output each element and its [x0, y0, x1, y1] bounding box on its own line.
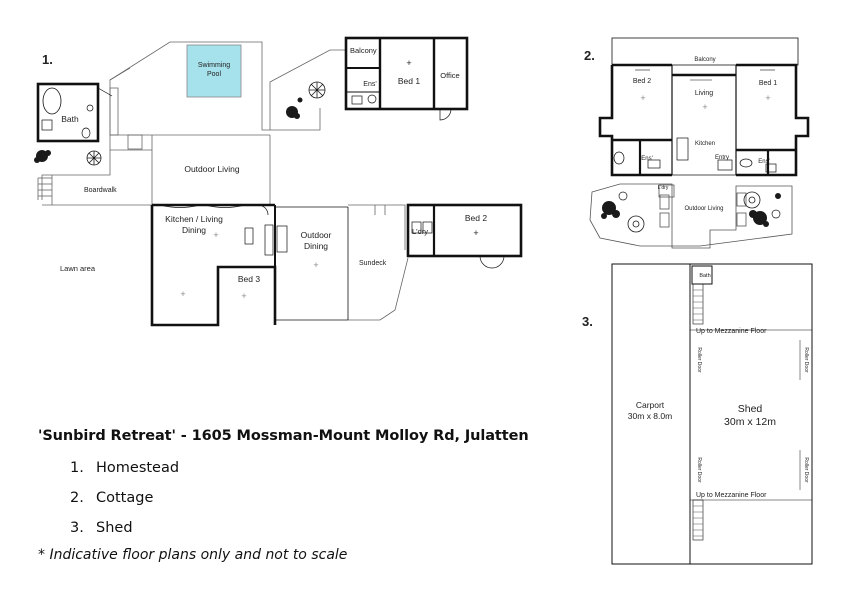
- shed-bath-label: Bath: [699, 273, 710, 279]
- cottage-bed1-label: Bed 1: [759, 80, 777, 87]
- plant-icon: [618, 191, 628, 201]
- shed-plan: 3. Bath Up to Mezzanine Floor Up to Mezz…: [582, 263, 813, 565]
- cottage-deck: [589, 183, 793, 249]
- carport-label-1: Carport: [636, 400, 665, 410]
- cottage-laundry-label: L'dry: [658, 185, 669, 191]
- legend-item-shed: 3. Shed: [70, 518, 179, 548]
- disclaimer: * Indicative floor plans only and not to…: [38, 547, 348, 563]
- roller-door-label: Roller Door: [803, 457, 809, 483]
- shed-label-2: 30m x 12m: [724, 416, 776, 428]
- swimming-pool: [186, 44, 242, 98]
- bath-label: Bath: [61, 114, 79, 124]
- swimming-pool-label-1: Swimming: [198, 62, 230, 69]
- plant-icon: [749, 210, 769, 227]
- cottage-ensuite-right-label: Ens': [758, 159, 769, 165]
- main-house: [150, 203, 349, 327]
- svg-text:+: +: [765, 93, 770, 103]
- sundeck-label: Sundeck: [359, 260, 387, 267]
- bed3-label: Bed 3: [238, 274, 260, 284]
- property-title: 'Sunbird Retreat' - 1605 Mossman-Mount M…: [38, 428, 529, 444]
- plant-icons: [601, 191, 781, 233]
- cottage-outdoor-living-label: Outdoor Living: [684, 206, 723, 212]
- swimming-pool-label-2: Pool: [207, 71, 221, 78]
- legend-label: Homestead: [96, 460, 180, 476]
- bed2-building: [406, 203, 523, 269]
- cottage-living-label: Living: [695, 90, 713, 97]
- svg-text:+: +: [702, 102, 707, 112]
- cottage-kitchen-label: Kitchen: [695, 141, 715, 147]
- plant-icon: [775, 193, 781, 199]
- cottage-plan: 2. Balcony Bed 2 Bed 1 Liv: [584, 37, 810, 249]
- homestead-plan-number: 1.: [42, 52, 53, 67]
- homestead-plan: 1. Swimm: [34, 36, 523, 327]
- svg-text:+: +: [640, 93, 645, 103]
- cottage-plan-number: 2.: [584, 48, 595, 63]
- plant-icon: [297, 97, 303, 103]
- mezzanine-bottom-label: Up to Mezzanine Floor: [696, 492, 767, 499]
- plan-legend: 1. Homestead 2. Cottage 3. Shed: [70, 458, 179, 548]
- roller-door-label: Roller Door: [803, 347, 809, 373]
- plant-icon: [627, 215, 645, 233]
- mezzanine-top-label: Up to Mezzanine Floor: [696, 328, 767, 335]
- laundry-label: L'dry: [412, 227, 428, 236]
- legend-item-homestead: 1. Homestead: [70, 458, 179, 488]
- balcony-label: Balcony: [350, 46, 377, 55]
- plant-icon: [743, 191, 761, 209]
- roller-door-label: Roller Door: [696, 457, 702, 483]
- svg-text:+: +: [241, 291, 246, 301]
- outdoor-dining-label-1: Outdoor: [301, 230, 332, 240]
- cottage-entry-label: Entry: [715, 155, 729, 161]
- plant-icon: [34, 150, 51, 163]
- ensuite-label: Ens': [363, 81, 376, 88]
- outdoor-living-label: Outdoor Living: [184, 164, 240, 174]
- bed1-building: [344, 36, 469, 121]
- plant-icon: [601, 201, 620, 219]
- svg-text:+: +: [473, 228, 478, 238]
- svg-text:+: +: [313, 260, 318, 270]
- plant-icons: [34, 81, 326, 166]
- legend-number: 3.: [70, 520, 84, 536]
- legend-number: 1.: [70, 460, 84, 476]
- cottage-balcony-label: Balcony: [694, 57, 715, 63]
- plant-icon: [286, 106, 300, 119]
- cottage-walls: [598, 37, 810, 177]
- legend-label: Shed: [96, 520, 133, 536]
- homestead-site-outline: [37, 41, 409, 321]
- kitchen-living-label-1: Kitchen / Living: [165, 214, 223, 224]
- cottage-bed2-label: Bed 2: [633, 78, 651, 85]
- bed1-label: Bed 1: [398, 76, 420, 86]
- legend-label: Cottage: [96, 490, 154, 506]
- plant-icon: [86, 150, 102, 166]
- cottage-ensuite-left-label: Ens': [641, 156, 652, 162]
- kitchen-living-label-2: Dining: [182, 225, 206, 235]
- roller-door-label: Roller Door: [696, 347, 702, 373]
- outdoor-dining-label-2: Dining: [304, 241, 328, 251]
- carport-label-2: 30m x 8.0m: [628, 411, 672, 421]
- boardwalk-label: Boardwalk: [84, 187, 117, 194]
- shed-plan-number: 3.: [582, 314, 593, 329]
- legend-item-cottage: 2. Cottage: [70, 488, 179, 518]
- shed-label-1: Shed: [738, 403, 763, 415]
- svg-text:+: +: [406, 58, 411, 68]
- lawn-area-label: Lawn area: [60, 264, 96, 273]
- office-label: Office: [440, 71, 459, 80]
- plant-icon: [771, 209, 781, 219]
- svg-text:+: +: [180, 289, 185, 299]
- legend-number: 2.: [70, 490, 84, 506]
- svg-text:+: +: [213, 230, 218, 240]
- shed-walls: [611, 263, 813, 565]
- plant-icon: [308, 81, 326, 99]
- bed2-label: Bed 2: [465, 213, 487, 223]
- bath-building: [36, 82, 113, 143]
